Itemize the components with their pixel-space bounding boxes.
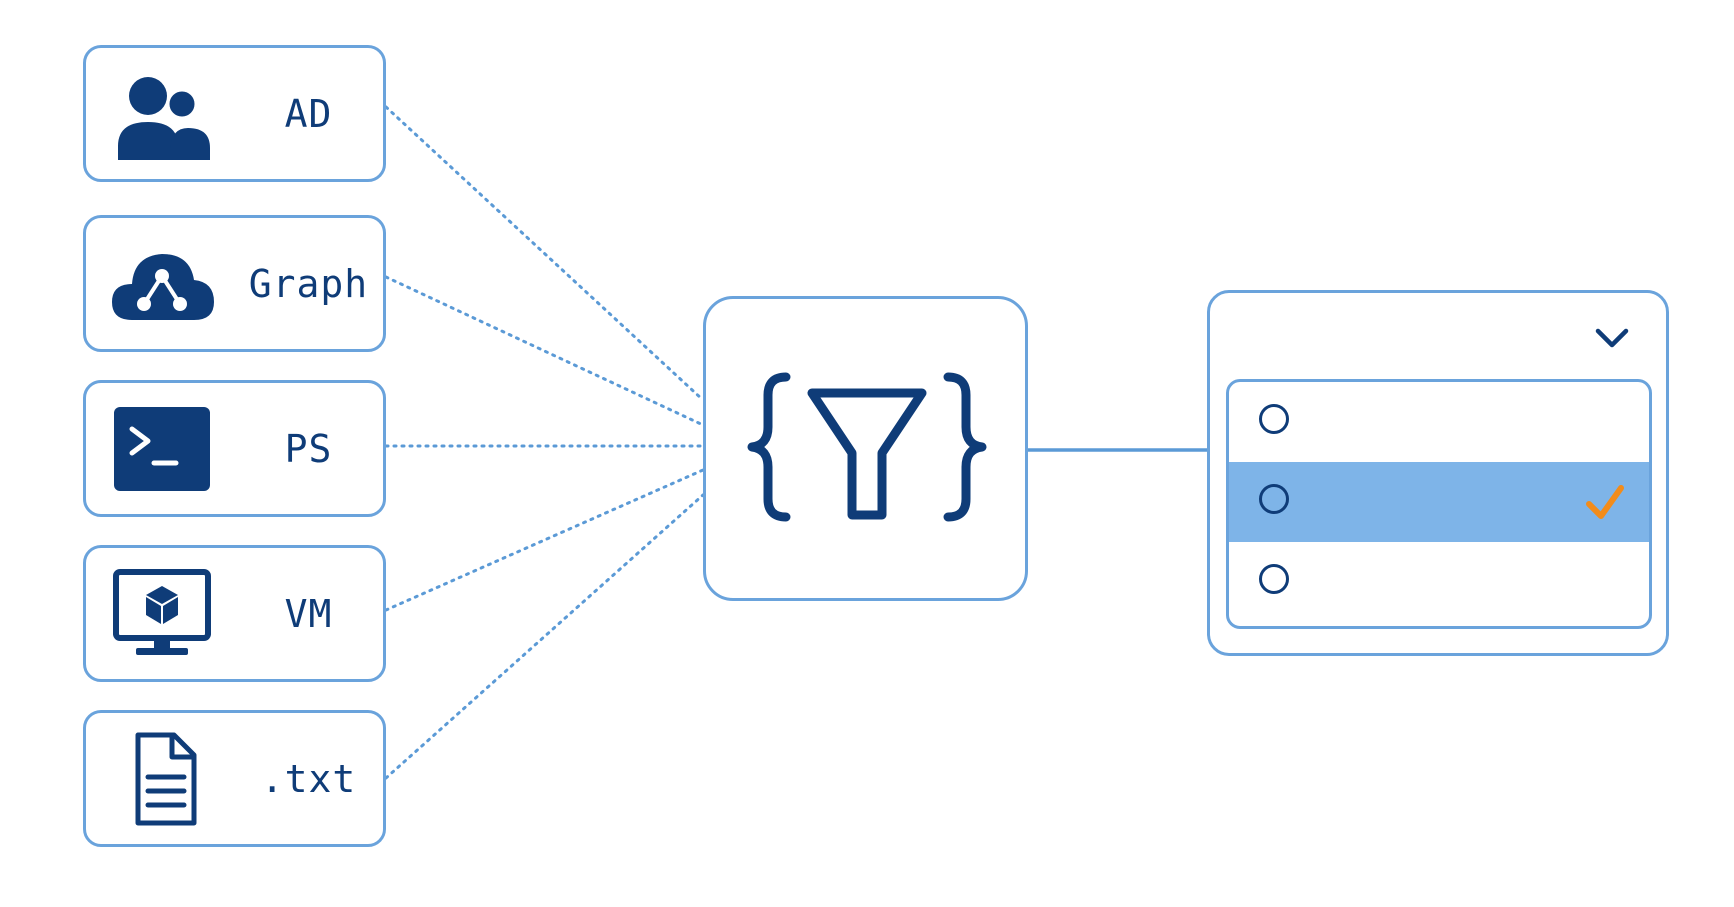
chevron-down-icon[interactable]	[1590, 323, 1634, 353]
braces-funnel-icon	[747, 372, 987, 522]
radio-button[interactable]	[1259, 404, 1289, 434]
option-3[interactable]	[1229, 542, 1649, 622]
connector-ad	[384, 105, 705, 402]
document-icon	[135, 732, 197, 825]
checkmark-icon	[1586, 485, 1624, 519]
radio-button[interactable]	[1259, 484, 1289, 514]
users-icon	[118, 76, 210, 160]
filter-node	[703, 296, 1028, 601]
monitor-cube-icon	[113, 568, 211, 655]
options-list	[1226, 379, 1652, 629]
cloud-graph-icon	[112, 253, 214, 320]
source-label-vm: VM	[284, 591, 333, 636]
option-1[interactable]	[1229, 382, 1649, 462]
source-vm: VM	[83, 545, 386, 682]
source-ad: AD	[83, 45, 386, 182]
dropdown-select[interactable]	[1207, 290, 1669, 656]
connector-vm	[384, 468, 705, 612]
source-ps: PS	[83, 380, 386, 517]
source-label-txt: .txt	[260, 756, 357, 801]
option-2-selected[interactable]	[1229, 462, 1649, 542]
source-graph: Graph	[83, 215, 386, 352]
source-label-ps: PS	[284, 426, 333, 471]
source-txt: .txt	[83, 710, 386, 847]
source-label-ad: AD	[284, 91, 333, 136]
radio-button[interactable]	[1259, 564, 1289, 594]
connector-graph	[384, 275, 705, 427]
connector-txt	[384, 493, 705, 780]
terminal-icon	[114, 406, 210, 491]
source-label-graph: Graph	[248, 261, 369, 306]
